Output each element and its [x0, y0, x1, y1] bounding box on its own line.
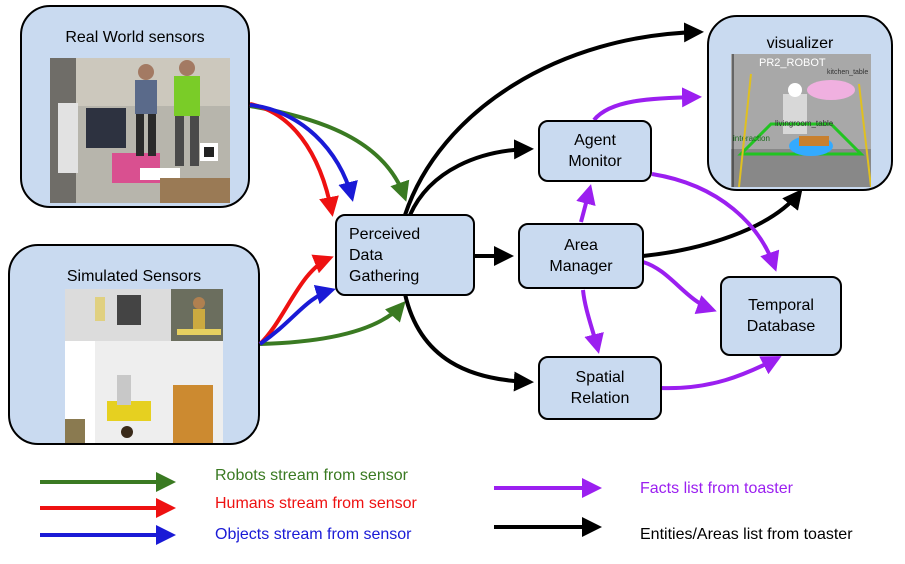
facts-arrow-area-to-agent [576, 184, 596, 223]
legend-humans-label: Humans stream from sensor [215, 495, 417, 512]
robot-stream-arrow-sim [259, 301, 406, 346]
legend-objects-label: Objects stream from sensor [215, 526, 412, 543]
visualizer-group: visualizer PR2_ROBOT kitchen_table livin… [707, 15, 893, 191]
facts-arrow-agent-to-temporal [651, 172, 780, 272]
entities-arrow-to-spatial-relation [403, 293, 534, 392]
facts-arrow-area-to-temporal [642, 260, 717, 315]
simulated-sensors-title: Simulated Sensors [66, 268, 202, 285]
real-world-photo [50, 58, 230, 203]
human-stream-arrow-sim [258, 254, 334, 346]
facts-arrow-area-to-spatial [581, 289, 604, 354]
object-stream-arrow-sim [258, 284, 336, 346]
area-manager-node: Area Manager [518, 223, 644, 289]
visualizer-label-interaction: interaction [733, 134, 770, 143]
visualizer-screen: PR2_ROBOT kitchen_table livingroom_table… [731, 54, 871, 187]
legend-facts-label: Facts list from toaster [640, 480, 793, 497]
simulated-render [65, 289, 223, 443]
temporal-database-node: Temporal Database [720, 276, 842, 356]
human-stream-arrow-real [249, 102, 339, 217]
facts-arrow-spatial-to-temporal [659, 356, 782, 391]
visualizer-label-kitchen-table: kitchen_table [827, 69, 868, 76]
real-world-sensors-title: Real World sensors [65, 29, 205, 46]
perceived-data-gathering-node: Perceived Data Gathering [335, 214, 475, 296]
spatial-relation-node: Spatial Relation [538, 356, 662, 420]
visualizer-title: visualizer [766, 35, 834, 52]
entities-arrow-to-agent-monitor [408, 139, 534, 216]
object-stream-arrow-real [249, 103, 358, 202]
visualizer-label-livingroom-table: livingroom_table [775, 119, 834, 128]
legend-entities-label: Entities/Areas list from toaster [640, 526, 853, 543]
facts-arrow-agent-to-visualizer [592, 87, 702, 122]
entities-arrow-area-to-visualizer [642, 188, 803, 258]
real-world-sensors-group: Real World sensors [20, 5, 250, 208]
legend-robots-label: Robots stream from sensor [215, 467, 408, 484]
agent-monitor-node: Agent Monitor [538, 120, 652, 182]
simulated-sensors-group: Simulated Sensors [8, 244, 260, 445]
entities-arrow-to-visualizer [403, 22, 704, 216]
visualizer-label-robot: PR2_ROBOT [759, 57, 826, 69]
robot-stream-arrow-real [249, 104, 410, 202]
